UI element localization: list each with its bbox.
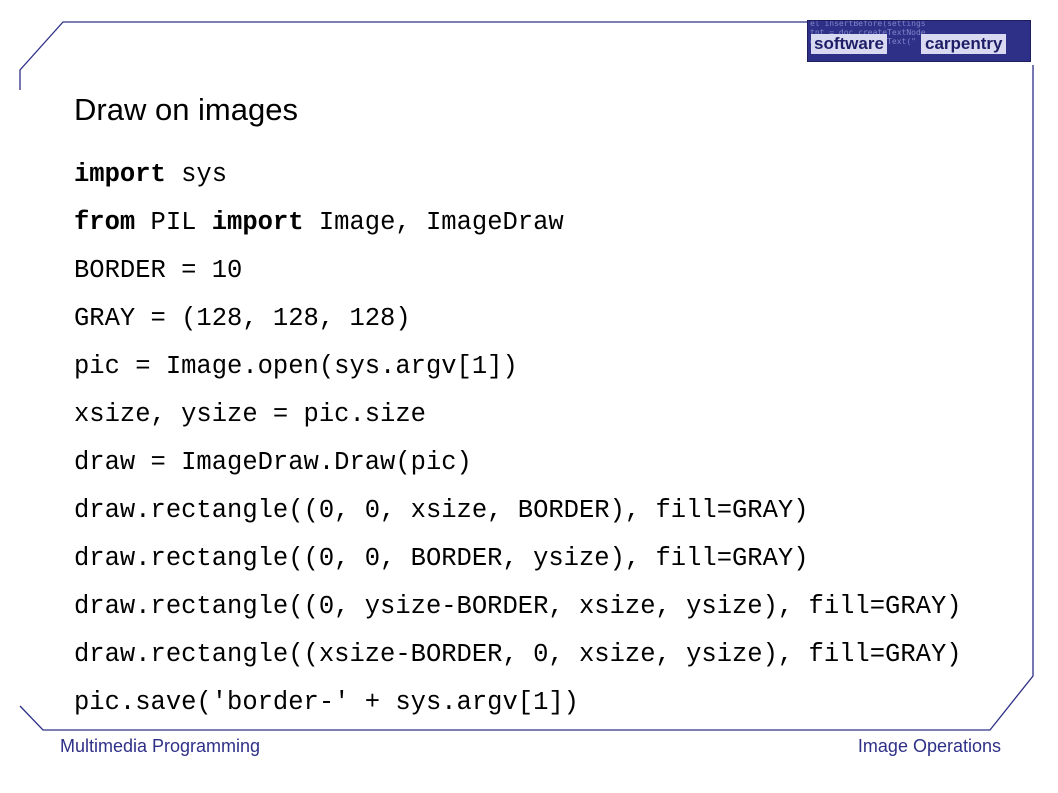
code-text: draw.rectangle((0, ysize-BORDER, xsize, …	[74, 592, 962, 621]
logo-word-software: software	[811, 34, 887, 54]
software-carpentry-logo: el insertBefore(settings tnt = doc.creat…	[807, 20, 1031, 62]
code-keyword: import	[211, 208, 304, 237]
code-line: GRAY = (128, 128, 128)	[74, 299, 1058, 347]
code-text: draw.rectangle((0, 0, BORDER, ysize), fi…	[74, 544, 809, 573]
code-text: BORDER = 10	[74, 256, 243, 285]
code-text: draw.rectangle((xsize-BORDER, 0, xsize, …	[74, 640, 962, 669]
code-line: xsize, ysize = pic.size	[74, 395, 1058, 443]
code-text: xsize, ysize = pic.size	[74, 400, 426, 429]
code-line: draw.rectangle((0, 0, BORDER, ysize), fi…	[74, 539, 1058, 587]
code-text: draw.rectangle((0, 0, xsize, BORDER), fi…	[74, 496, 809, 525]
code-line: BORDER = 10	[74, 251, 1058, 299]
frame-border-top	[19, 21, 807, 90]
code-text: sys	[165, 160, 228, 189]
code-keyword: from	[74, 208, 136, 237]
code-line: draw.rectangle((0, ysize-BORDER, xsize, …	[74, 587, 1058, 635]
frame-border	[19, 65, 1034, 731]
code-line: pic = Image.open(sys.argv[1])	[74, 347, 1058, 395]
code-text: pic.save('border-' + sys.argv[1])	[74, 688, 579, 717]
code-line: draw.rectangle((xsize-BORDER, 0, xsize, …	[74, 635, 1058, 683]
code-line: pic.save('border-' + sys.argv[1])	[74, 683, 1058, 731]
footer-section-name: Image Operations	[857, 736, 1001, 756]
code-line: draw = ImageDraw.Draw(pic)	[74, 443, 1058, 491]
code-text: draw = ImageDraw.Draw(pic)	[74, 448, 472, 477]
logo-word-carpentry: carpentry	[921, 34, 1007, 54]
code-keyword: import	[74, 160, 166, 189]
code-text: pic = Image.open(sys.argv[1])	[74, 352, 518, 381]
code-line: import sys	[74, 155, 1058, 203]
code-line: draw.rectangle((0, 0, xsize, BORDER), fi…	[74, 491, 1058, 539]
code-line: from PIL import Image, ImageDraw	[74, 203, 1058, 251]
code-text: PIL	[135, 208, 212, 237]
slide-title: Draw on images	[74, 92, 298, 127]
code-text: Image, ImageDraw	[303, 208, 564, 237]
footer-course-name: Multimedia Programming	[60, 736, 261, 756]
code-text: GRAY = (128, 128, 128)	[74, 304, 411, 333]
